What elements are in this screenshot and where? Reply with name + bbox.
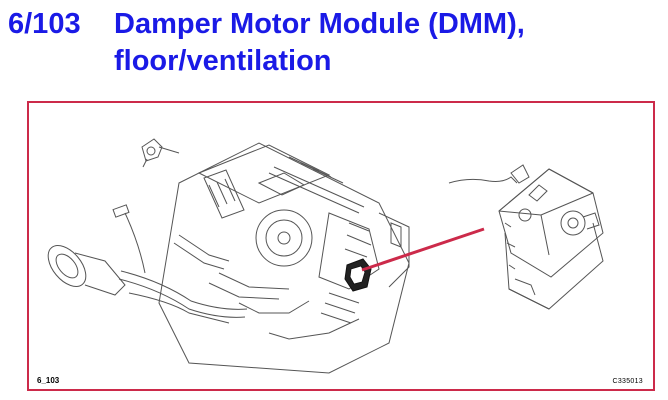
dmm-detail [448,164,604,310]
connector-part [112,204,146,274]
pointer-line [361,227,485,272]
illustration-frame: 6_103 C335013 [27,101,655,391]
figure-id-left: 6_103 [37,376,60,385]
hvac-illustration [47,138,604,374]
section-number: 6/103 [8,8,81,40]
dmm-location [344,258,372,292]
clip-part [141,138,180,168]
page-title-line-1: Damper Motor Module (DMM), [114,8,525,40]
hvac-housing [158,142,410,374]
figure-id-right: C335013 [612,378,643,385]
page-title-line-2: floor/ventilation [114,45,332,77]
pipe-assembly [118,234,248,324]
grommet-part [47,245,126,296]
